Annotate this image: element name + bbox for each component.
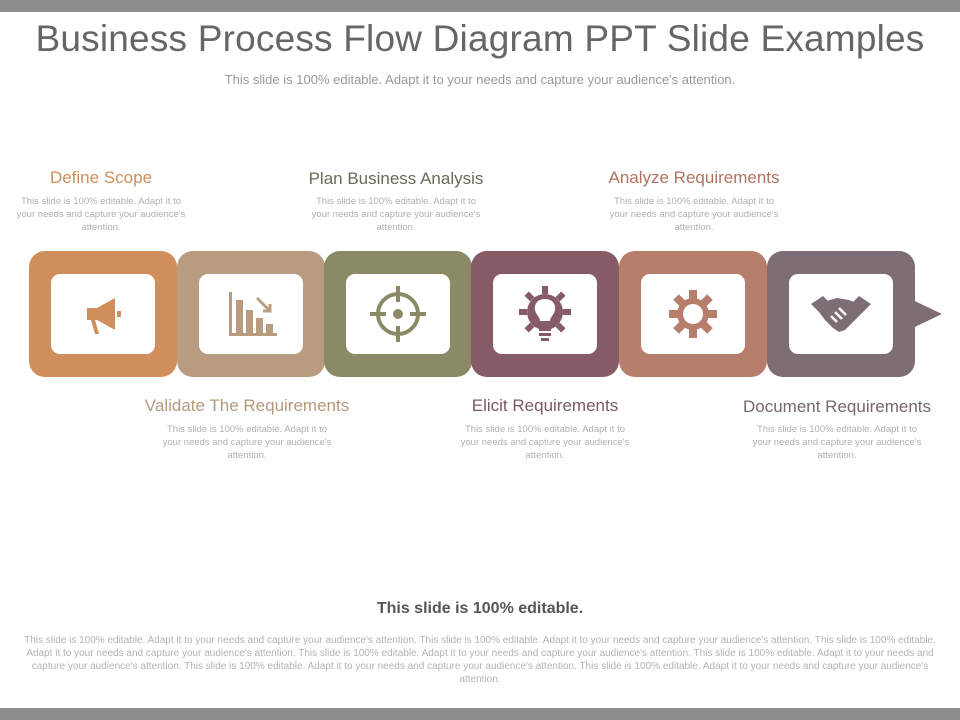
- step-title-validate-requirements: Validate The Requirements: [144, 396, 350, 415]
- step-title-define-scope: Define Scope: [49, 168, 153, 187]
- top-accent-bar: [0, 0, 960, 12]
- step-desc-define-scope: This slide is 100% editable. Adapt it to…: [16, 196, 186, 233]
- bar-chart-down-icon: [229, 292, 277, 336]
- bottom-accent-bar: [0, 708, 960, 720]
- step-title-plan-business-analysis: Plan Business Analysis: [308, 169, 484, 188]
- step-title-document-requirements: Document Requirements: [742, 397, 932, 416]
- flow-arrow: [898, 293, 942, 335]
- step-desc-plan-business-analysis: This slide is 100% editable. Adapt it to…: [311, 196, 481, 233]
- lightbulb-gear-icon: [519, 286, 571, 341]
- step-desc-validate-requirements: This slide is 100% editable. Adapt it to…: [162, 424, 332, 461]
- step-tile-document-requirements: [767, 251, 915, 377]
- footer-body-text: This slide is 100% editable. Adapt it to…: [24, 635, 936, 685]
- step-title-elicit-requirements: Elicit Requirements: [471, 396, 619, 415]
- slide-subtitle: This slide is 100% editable. Adapt it to…: [224, 72, 736, 87]
- step-tile-define-scope: [29, 251, 177, 377]
- tile-icon-box: [789, 274, 893, 354]
- tile-icon-box: [199, 274, 303, 354]
- tile-icon-box: [51, 274, 155, 354]
- target-icon: [370, 286, 426, 342]
- gear-icon: [669, 290, 717, 338]
- step-desc-elicit-requirements: This slide is 100% editable. Adapt it to…: [460, 424, 630, 461]
- step-tile-analyze-requirements: [619, 251, 767, 377]
- step-desc-analyze-requirements: This slide is 100% editable. Adapt it to…: [609, 196, 779, 233]
- step-tile-plan-business-analysis: [324, 251, 472, 377]
- tile-icon-box: [493, 274, 597, 354]
- step-tile-validate-requirements: [177, 251, 325, 377]
- tile-icon-box: [346, 274, 450, 354]
- step-desc-document-requirements: This slide is 100% editable. Adapt it to…: [752, 424, 922, 461]
- step-tile-elicit-requirements: [471, 251, 619, 377]
- megaphone-icon: [87, 298, 121, 334]
- footer-heading: This slide is 100% editable.: [376, 600, 584, 617]
- handshake-icon: [811, 296, 871, 332]
- tile-icon-box: [641, 274, 745, 354]
- step-title-analyze-requirements: Analyze Requirements: [608, 168, 780, 187]
- slide-title: Business Process Flow Diagram PPT Slide …: [35, 18, 925, 59]
